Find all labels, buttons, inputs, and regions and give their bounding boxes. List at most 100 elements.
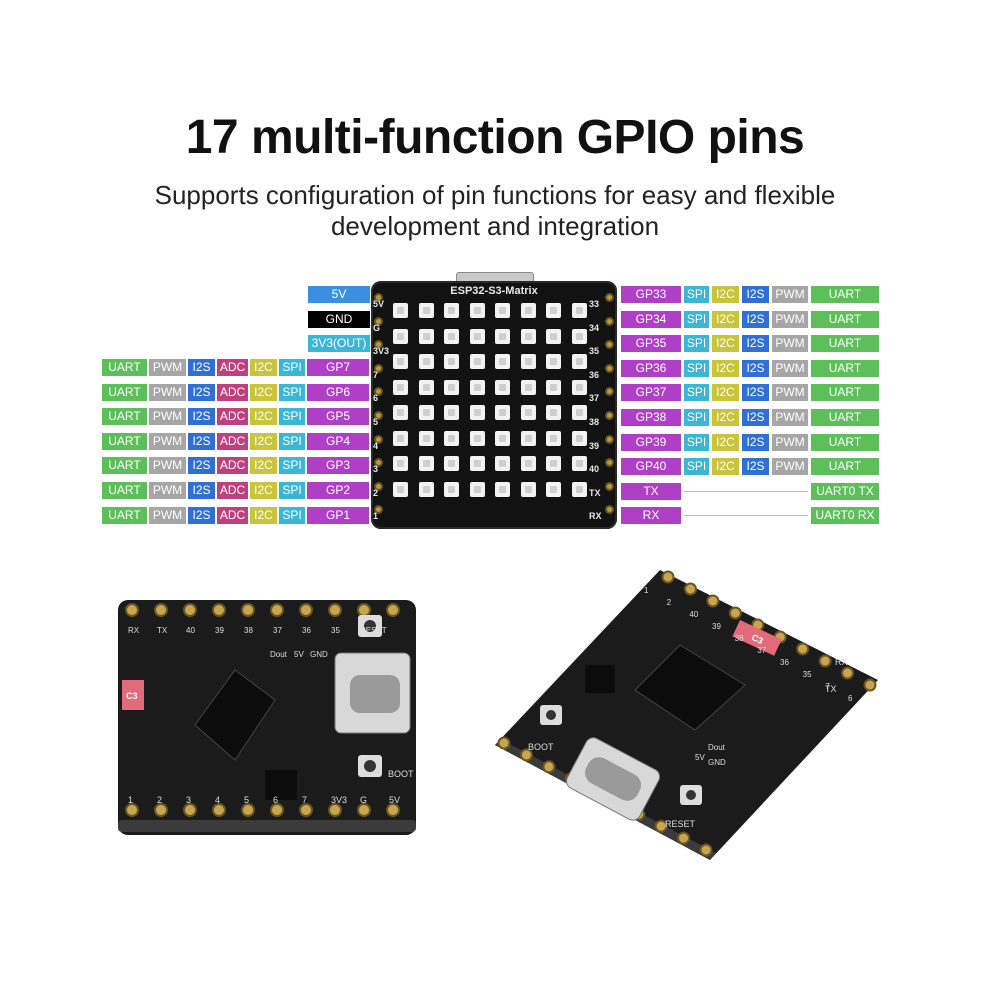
rgb-led <box>469 481 485 497</box>
pin-func-pwm: PWM <box>772 433 808 451</box>
pin-label-gp7: GP7 <box>307 359 369 376</box>
pin-func-i2s: I2S <box>188 408 215 426</box>
pin-pad <box>154 603 168 617</box>
pin-label: 35 <box>803 670 812 679</box>
rgb-led <box>418 354 434 369</box>
pin-label-gp40: GP40 <box>621 458 681 476</box>
page-title: 17 multi-function GPIO pins <box>185 111 805 164</box>
pin-pad <box>125 803 139 817</box>
pin-pad <box>683 582 697 596</box>
pin-func-adc: ADC <box>217 408 248 426</box>
pin-pad <box>357 603 371 617</box>
pin-pad <box>706 594 720 608</box>
boot-label: BOOT <box>388 769 414 779</box>
left-pin-pad <box>374 293 383 302</box>
pin-pad <box>183 603 197 617</box>
pin-label: 40 <box>689 610 698 619</box>
pin-func-adc: ADC <box>217 506 248 524</box>
pin-label: 7 <box>825 682 830 691</box>
rgb-led <box>571 379 587 395</box>
pin-pad <box>386 803 400 817</box>
rgb-led <box>571 481 587 497</box>
rgb-led <box>393 430 408 446</box>
pin-label-gp38: GP38 <box>621 409 681 426</box>
rgb-led <box>520 354 536 369</box>
subtitle-line-1: Supports configuration of pin functions … <box>154 180 836 210</box>
rgb-led <box>495 456 510 471</box>
right-pin-label: 39 <box>589 440 600 451</box>
top-pin-label: 35 <box>331 626 340 635</box>
pin-func-adc: ADC <box>217 457 248 475</box>
pin-func-i2s: I2S <box>742 335 769 353</box>
pin-func-i2c: I2C <box>250 383 277 401</box>
left-pin-label: 5 <box>373 417 379 427</box>
rgb-led <box>495 328 510 344</box>
pin-func-pwm: PWM <box>149 482 186 499</box>
rgb-led <box>571 405 587 420</box>
pin-func-uart: UART <box>811 335 879 353</box>
right-pin-pad <box>605 481 614 491</box>
pin-label-gp5: GP5 <box>307 408 369 426</box>
rgb-led <box>571 328 587 344</box>
pin-func-spi: SPI <box>279 482 305 499</box>
pin-label-rx: RX <box>621 507 681 525</box>
chip-label: C3 <box>126 691 138 701</box>
pin-pad <box>270 803 284 817</box>
rgb-led <box>571 430 587 446</box>
aux-chip <box>265 770 297 800</box>
left-pin-label: 3V3 <box>373 346 390 357</box>
pin-func-i2c: I2C <box>712 384 739 402</box>
right-pin-pad <box>605 505 614 515</box>
pin-func-i2c: I2C <box>712 458 739 476</box>
rgb-led <box>520 379 536 395</box>
pin-label: 6 <box>848 694 853 703</box>
pin-func-i2c: I2C <box>712 335 739 353</box>
pin-label-gp33: GP33 <box>621 286 681 303</box>
pin-func-i2c: I2C <box>250 506 277 524</box>
pin-func-uart: UART <box>811 384 879 402</box>
pin-func-pwm: PWM <box>149 457 186 475</box>
pin-pad <box>299 603 313 617</box>
pin-func-uart: UART <box>811 433 879 451</box>
dout-label: Dout <box>270 650 288 659</box>
pin-func-pwm: PWM <box>772 335 808 353</box>
pin-func-pwm: PWM <box>772 458 808 476</box>
pin-func-uart: UART <box>811 310 879 328</box>
bottom-pin-row <box>125 803 400 817</box>
rgb-led <box>418 405 434 420</box>
pin-pad <box>386 603 400 617</box>
pin-func-pwm: PWM <box>149 408 186 426</box>
pin-func-i2s: I2S <box>742 409 769 426</box>
subtitle-line-2: development and integration <box>330 211 660 241</box>
pin-pad <box>270 603 284 617</box>
pin-func-i2s: I2S <box>188 457 215 475</box>
rgb-led <box>495 481 510 497</box>
rgb-led <box>520 481 536 497</box>
rgb-led <box>546 405 561 420</box>
right-pin-label: RX <box>589 511 602 522</box>
pin-func-i2s: I2S <box>188 432 215 450</box>
pin-func-pwm: PWM <box>772 384 808 402</box>
rgb-led <box>520 405 536 420</box>
rgb-led <box>495 354 510 369</box>
pin-func-uart: UART <box>102 408 147 426</box>
pin-label: 36 <box>780 658 789 667</box>
pin-func-i2c: I2C <box>250 408 277 426</box>
right-pin-pad <box>605 340 614 350</box>
reset-label: RESET <box>665 819 696 829</box>
rgb-led <box>546 328 561 344</box>
rgb-led <box>520 456 536 471</box>
pin-pad <box>328 603 342 617</box>
rgb-led <box>520 303 536 318</box>
power-pin-gnd: GND <box>308 310 370 328</box>
rgb-led <box>393 405 408 420</box>
pin-func-spi: SPI <box>279 506 305 524</box>
rgb-led <box>444 405 459 420</box>
left-pin-label: 2 <box>373 487 379 498</box>
right-pin-label: 38 <box>589 417 600 427</box>
top-pin-label: 40 <box>186 626 195 635</box>
pin-func-i2s: I2S <box>188 482 215 499</box>
pin-func-pwm: PWM <box>149 506 186 524</box>
pin-func-uart: UART <box>102 482 147 499</box>
